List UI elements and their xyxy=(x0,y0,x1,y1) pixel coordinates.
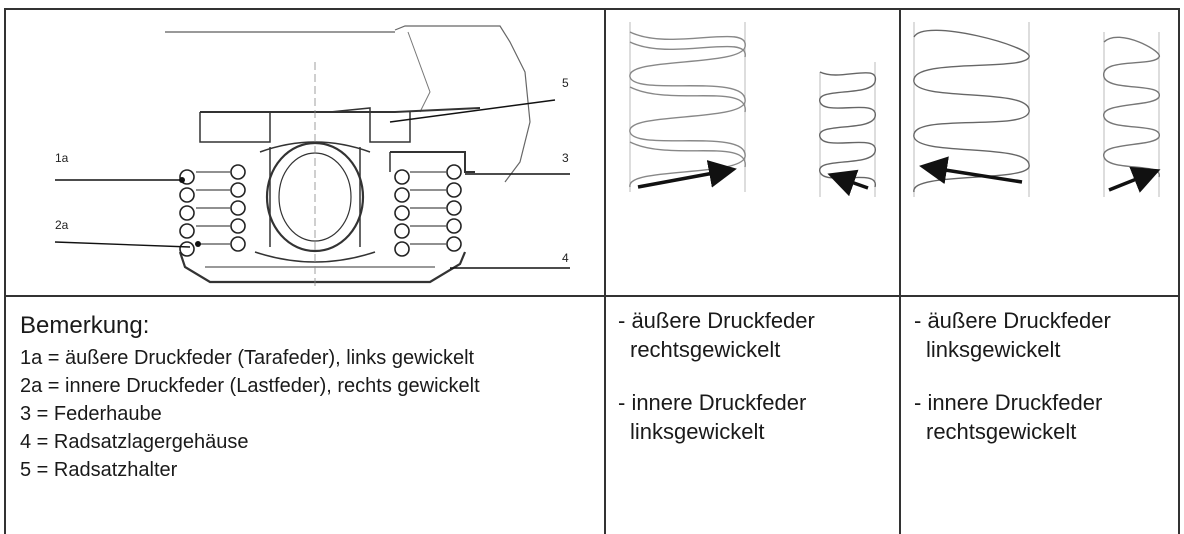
table-top-border xyxy=(4,8,1180,10)
remark-line-4: 4 = Radsatzlagergehäuse xyxy=(20,431,249,453)
left-wound-springs-drawing xyxy=(913,22,1161,197)
left-inner-line1: - innere Druckfeder xyxy=(914,390,1103,415)
table-middle-border xyxy=(4,295,1180,297)
right-wound-description: - äußere Druckfeder rechtsgewickelt - in… xyxy=(618,306,815,446)
left-outer-line2: linksgewickelt xyxy=(926,337,1061,362)
right-outer-line2: rechtsgewickelt xyxy=(630,337,781,362)
table-right-border xyxy=(1178,8,1180,534)
remark-line-1a: 1a = äußere Druckfeder (Tarafeder), link… xyxy=(20,347,475,369)
left-wound-description: - äußere Druckfeder linksgewickelt - inn… xyxy=(914,306,1111,446)
table-divider-2 xyxy=(899,8,901,534)
callout-1a: 1a xyxy=(55,151,69,165)
table-divider-1 xyxy=(604,8,606,534)
remarks-title: Bemerkung: xyxy=(20,312,150,339)
right-wound-springs-drawing xyxy=(629,22,876,197)
left-inner-line2: rechtsgewickelt xyxy=(926,419,1077,444)
remark-line-2a: 2a = innere Druckfeder (Lastfeder), rech… xyxy=(20,375,480,397)
axlebox-spring-drawing: 1a 2a 3 4 5 xyxy=(54,25,570,287)
right-outer-line1: - äußere Druckfeder xyxy=(618,308,815,333)
callout-2a: 2a xyxy=(55,218,69,232)
callout-5: 5 xyxy=(562,76,569,90)
left-outer-line1: - äußere Druckfeder xyxy=(914,308,1111,333)
remarks-block: Bemerkung: 1a = äußere Druckfeder (Taraf… xyxy=(20,310,480,484)
callout-4: 4 xyxy=(562,251,569,265)
remark-line-5: 5 = Radsatzhalter xyxy=(20,459,178,481)
remark-line-3: 3 = Federhaube xyxy=(20,403,162,425)
callout-3: 3 xyxy=(562,151,569,165)
right-inner-line1: - innere Druckfeder xyxy=(618,390,807,415)
table-left-border xyxy=(4,8,6,534)
right-inner-line2: linksgewickelt xyxy=(630,419,765,444)
